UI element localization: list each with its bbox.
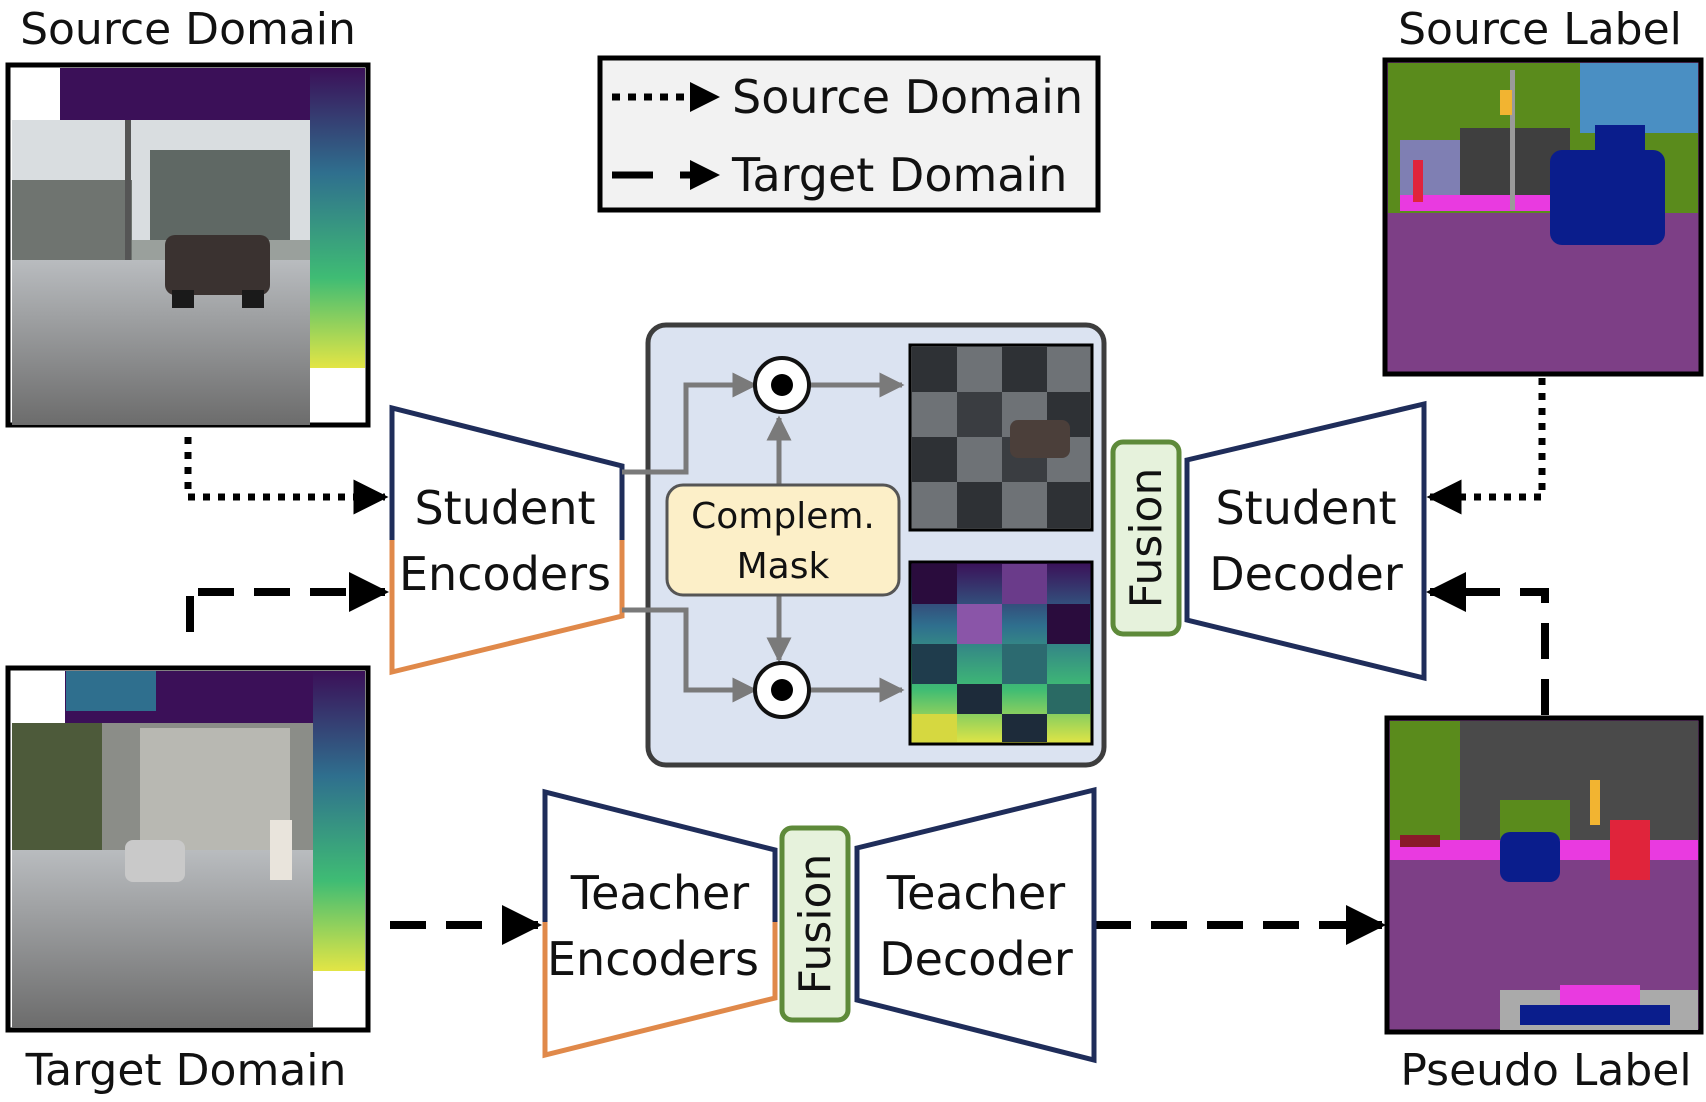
student-decoder-block: Student Decoder	[1184, 400, 1427, 682]
masking-panel: Complem. Mask	[622, 322, 1107, 768]
mask-line1: Complem.	[691, 496, 875, 537]
student-fusion-label: Fusion	[1121, 468, 1172, 609]
complementary-mask-box	[665, 483, 901, 597]
legend-source-arrowhead	[690, 82, 720, 112]
source-domain-label: Source Domain	[20, 4, 356, 55]
student-decoder-line2: Decoder	[1209, 547, 1403, 601]
encoder-to-top-mult-arrow	[622, 372, 758, 475]
student-fusion-block: Fusion	[1110, 439, 1182, 637]
bottom-multiply-operator	[753, 661, 811, 719]
masked-depth-image	[908, 560, 1094, 746]
encoder-to-bottom-mult-arrow	[622, 607, 758, 703]
masked-rgb-image	[908, 343, 1094, 532]
teacher-encoders-line1: Teacher	[570, 866, 750, 920]
student-decoder-line1: Student	[1215, 481, 1396, 535]
legend-target-arrowhead	[690, 160, 720, 190]
legend-source-text: Source Domain	[732, 70, 1083, 124]
source-to-student-encoders-arrow	[184, 437, 389, 515]
teacher-decoder-line2: Decoder	[879, 932, 1073, 986]
student-encoders-line1: Student	[414, 481, 595, 535]
mask-line2: Mask	[737, 546, 830, 587]
pseudo-label-label: Pseudo Label	[1400, 1045, 1691, 1096]
target-domain-image	[5, 665, 371, 1033]
source-label-image	[1382, 57, 1704, 377]
legend: Source Domain Target Domain	[597, 55, 1101, 213]
target-domain-label: Target Domain	[25, 1045, 347, 1096]
student-encoders-block: Student Encoders	[389, 404, 625, 676]
source-label-label: Source Label	[1398, 4, 1682, 55]
teacher-encoders-block: Teacher Encoders	[542, 788, 778, 1059]
teacher-decoder-line1: Teacher	[886, 866, 1066, 920]
source-domain-image	[5, 62, 371, 428]
pseudo-label-image	[1384, 715, 1704, 1035]
teacher-decoder-block: Teacher Decoder	[854, 786, 1097, 1064]
teacher-fusion-block: Fusion	[779, 825, 851, 1023]
legend-target-text: Target Domain	[731, 148, 1067, 202]
teacher-encoders-line2: Encoders	[547, 932, 759, 986]
top-multiply-operator	[753, 356, 811, 414]
student-encoders-line2: Encoders	[399, 547, 611, 601]
pseudo-label-to-student-decoder-arrow	[1426, 572, 1549, 715]
source-label-to-student-decoder-arrow	[1426, 378, 1546, 515]
teacher-fusion-label: Fusion	[790, 854, 841, 995]
